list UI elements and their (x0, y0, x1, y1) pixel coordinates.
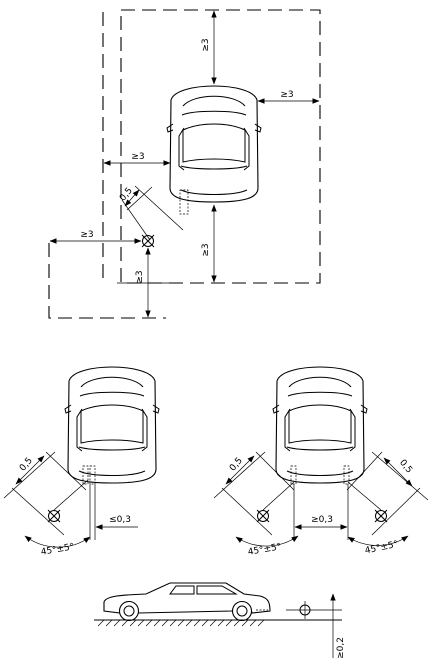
wheel-outline (290, 465, 297, 485)
target-offset-dimension (225, 455, 255, 485)
extension-line (255, 451, 295, 491)
angle-label-right: 45°±5° (364, 540, 399, 557)
target-rear-clearance-label: ≥3 (135, 270, 145, 283)
right-detail-view: 0,5 45°±5° ≥0,3 0,5 45°±5° (213, 366, 429, 558)
extension-line (45, 451, 87, 491)
car-top-view-left (64, 366, 160, 484)
target-left-clearance-label: ≥3 (80, 230, 93, 240)
ground-hatching (97, 619, 265, 627)
target-offset-label: 0,5 (18, 456, 35, 473)
target-marker-left (256, 509, 270, 523)
wheel-rear (231, 600, 253, 622)
angle-arc-right (347, 535, 409, 546)
target-zone-boundary (48, 243, 166, 319)
target-marker (47, 509, 61, 523)
wheel-outline (343, 465, 350, 485)
extension-line (371, 451, 429, 501)
car-window (169, 585, 195, 595)
left-detail-view: 0,5 45°±5° ≤0,3 (3, 366, 160, 558)
wheel-front (118, 600, 140, 622)
extension-line (53, 479, 89, 511)
rear-clearance-label: ≥3 (201, 243, 211, 256)
parking-boundary-outer (120, 9, 321, 284)
wheel-outline (82, 465, 89, 485)
target-offset-label-right: 0,5 (397, 458, 414, 475)
target-offset-label-left: 0,5 (228, 456, 245, 473)
target-offset-dimension (15, 455, 45, 485)
angle-arc (24, 535, 91, 548)
angle-label: 45°±5° (40, 542, 75, 558)
target-side-circle (299, 604, 311, 616)
target-offset-dimension (383, 457, 413, 487)
right-clearance-label: ≥3 (280, 90, 293, 100)
front-clearance-label: ≥3 (201, 38, 211, 51)
wheel-outline (179, 189, 189, 215)
left-clearance-label: ≥3 (131, 152, 144, 162)
wheel-hub (236, 605, 248, 617)
extension-line (371, 487, 421, 536)
lateral-offset-label: ≤0,3 (109, 515, 131, 525)
top-view: ≥3 ≥3 ≥3 ≥3 0,5 ≥3 ≥3 (48, 9, 321, 319)
extension-line (346, 451, 383, 491)
extension-line (347, 481, 382, 511)
wheel-outline (89, 465, 96, 485)
target-offset-extension (134, 185, 184, 231)
target-marker-right (374, 509, 388, 523)
height-label: ≥0,2 (336, 637, 346, 659)
extension-line (262, 481, 295, 511)
car-top-view-right (272, 366, 368, 484)
extension-line (221, 487, 273, 536)
car-window (196, 585, 238, 595)
lateral-spacing-label: ≥0,3 (311, 515, 333, 525)
target-offset-extension (121, 199, 151, 241)
side-view: ≥0,2 (94, 582, 346, 659)
target-offset-dimension (124, 189, 140, 207)
angle-arc-left (235, 535, 299, 547)
extension-line (11, 487, 65, 536)
car-top-view (166, 85, 262, 203)
wheel-hub (123, 605, 135, 617)
